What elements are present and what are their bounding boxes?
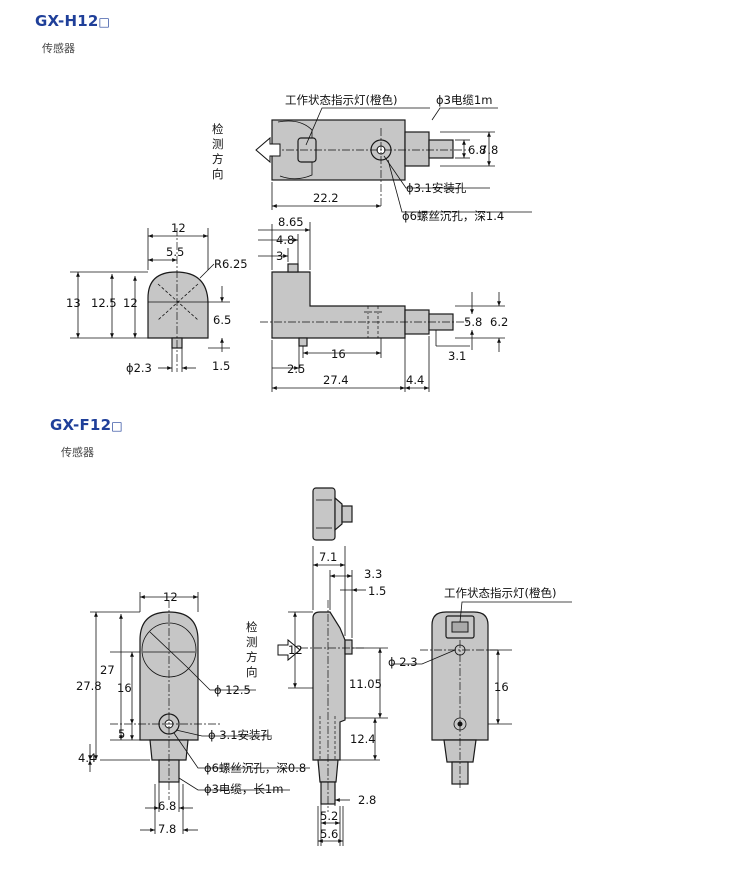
section-title-gx-h12: GX-H12□ bbox=[35, 12, 111, 30]
h12-side-dim-2-5: 2.5 bbox=[287, 362, 305, 376]
h12-indicator-label: 工作状态指示灯(橙色) bbox=[285, 93, 397, 107]
f12-front-dim-12: 12 bbox=[163, 590, 178, 604]
f12-back-view: 工作状态指示灯(橙色) ϕ 2.3 16 bbox=[388, 586, 572, 790]
f12-front-dim-4-4: 4.4 bbox=[78, 751, 96, 765]
f12-front-dim-7-8: 7.8 bbox=[158, 822, 176, 836]
f12-side-lamp bbox=[344, 639, 353, 655]
h12-side-dim-16: 16 bbox=[331, 347, 346, 361]
f12-side-dim-5-2: 5.2 bbox=[320, 809, 338, 823]
h12-detect-arrow-icon bbox=[255, 136, 281, 164]
f12-back-dim-phi-2-3: ϕ 2.3 bbox=[388, 655, 418, 669]
f12-back-dim-16: 16 bbox=[494, 680, 509, 694]
f12-front-dim-27: 27 bbox=[100, 663, 115, 677]
f12-front-dim-16: 16 bbox=[117, 681, 132, 695]
h12-front-dim-12: 12 bbox=[171, 221, 186, 235]
f12-top-body bbox=[312, 487, 336, 541]
h12-front-dim-r6-25: R6.25 bbox=[214, 257, 248, 271]
h12-detect-char-4: 向 bbox=[212, 167, 224, 181]
f12-side-dim-1-5: 1.5 bbox=[368, 584, 386, 598]
f12-side-dim-12: 12 bbox=[288, 643, 303, 657]
h12-counterbore-label: ϕ6螺丝沉孔，深1.4 bbox=[402, 209, 504, 223]
f12-cable-label: ϕ3电缆，长1m bbox=[204, 782, 283, 796]
f12-side-dim-2-8: 2.8 bbox=[358, 793, 376, 807]
f12-side-dim-5-6: 5.6 bbox=[320, 827, 338, 841]
f12-back-indicator-lamp bbox=[451, 621, 469, 633]
f12-top-cable bbox=[341, 505, 353, 523]
h12-side-pin bbox=[298, 337, 308, 347]
h12-side-dim-5-8: 5.8 bbox=[464, 315, 482, 329]
h12-dim-7-8: 7.8 bbox=[480, 143, 498, 157]
h12-detect-char-3: 方 bbox=[212, 152, 224, 166]
h12-side-dim-8-65: 8.65 bbox=[278, 215, 304, 229]
h12-detect-char-2: 测 bbox=[212, 137, 224, 151]
f12-detect-char-4: 向 bbox=[246, 665, 258, 679]
h12-cable-boot bbox=[404, 131, 430, 167]
f12-detect-char-2: 测 bbox=[246, 635, 258, 649]
f12-detect-char-1: 检 bbox=[246, 620, 258, 634]
f12-front-dim-27-8: 27.8 bbox=[76, 679, 102, 693]
h12-front-dim-12-v: 12 bbox=[123, 296, 138, 310]
h12-side-dim-3-1: 3.1 bbox=[448, 349, 466, 363]
f12-detect-char-3: 方 bbox=[246, 650, 258, 664]
f12-side-dim-3-3: 3.3 bbox=[364, 567, 382, 581]
h12-hole-label: ϕ3.1安装孔 bbox=[406, 181, 467, 195]
h12-detect-char-1: 检 bbox=[212, 122, 224, 136]
h12-side-dim-3: 3 bbox=[276, 249, 283, 263]
h12-side-dim-27-4: 27.4 bbox=[323, 373, 349, 387]
f12-back-boot bbox=[443, 739, 477, 763]
f12-top-view bbox=[312, 487, 353, 541]
h12-front-dim-5-5: 5.5 bbox=[166, 245, 184, 259]
f12-side-dim-11-05: 11.05 bbox=[349, 677, 382, 691]
f12-detect-arrow-icon bbox=[277, 638, 301, 662]
f12-indicator-label: 工作状态指示灯(橙色) bbox=[444, 586, 556, 600]
f12-hole-label: ϕ 3.1安装孔 bbox=[208, 728, 273, 742]
f12-side-body bbox=[312, 611, 346, 761]
h12-top-view: 检 测 方 向 工作状态指示灯(橙色) ϕ3电缆1m 6.8 7.8 22.2 … bbox=[212, 93, 532, 223]
section-subtitle-gx-h12: 传感器 bbox=[42, 42, 75, 55]
h12-side-dim-4-8: 4.8 bbox=[276, 233, 294, 247]
h12-front-dim-12-5: 12.5 bbox=[91, 296, 117, 310]
f12-front-dim-phi-12-5: ϕ 12.5 bbox=[214, 683, 251, 697]
f12-counterbore-label: ϕ6螺丝沉孔，深0.8 bbox=[204, 761, 306, 775]
f12-front-view: 12 27.8 27 16 5 4.4 ϕ 12.5 ϕ 3.1安装孔 ϕ6螺丝… bbox=[76, 590, 310, 836]
f12-side-view: 检 测 方 向 7.1 3.3 1.5 12 11.05 12.4 2.8 bbox=[246, 546, 388, 846]
f12-side-dim-12-4: 12.4 bbox=[350, 732, 376, 746]
h12-side-view: 8.65 4.8 3 5.8 6.2 3.1 16 2.5 27.4 4.4 bbox=[258, 215, 508, 392]
h12-front-dim-13: 13 bbox=[66, 296, 81, 310]
h12-front-view: 12 5.5 R6.25 13 12.5 12 6.5 ϕ2.3 1.5 bbox=[66, 221, 248, 375]
h12-front-dim-1-5: 1.5 bbox=[212, 359, 230, 373]
h12-side-dim-4-4: 4.4 bbox=[406, 373, 424, 387]
h12-side-lamp bbox=[287, 263, 299, 273]
h12-side-dim-6-2: 6.2 bbox=[490, 315, 508, 329]
section-title-gx-f12: GX-F12□ bbox=[50, 416, 123, 434]
h12-side-body bbox=[271, 271, 406, 339]
f12-front-dim-5: 5 bbox=[118, 727, 125, 741]
section-subtitle-gx-f12: 传感器 bbox=[61, 446, 94, 459]
h12-dim-22-2: 22.2 bbox=[313, 191, 339, 205]
h12-cable bbox=[428, 139, 454, 159]
h12-front-body bbox=[147, 271, 209, 339]
h12-front-dim-6-5: 6.5 bbox=[213, 313, 231, 327]
f12-side-dim-7-1: 7.1 bbox=[319, 550, 337, 564]
f12-front-dim-6-8: 6.8 bbox=[158, 799, 176, 813]
h12-cable-label: ϕ3电缆1m bbox=[436, 93, 492, 107]
h12-dim-6-8: 6.8 bbox=[468, 143, 486, 157]
h12-front-dim-phi-2-3: ϕ2.3 bbox=[126, 361, 152, 375]
